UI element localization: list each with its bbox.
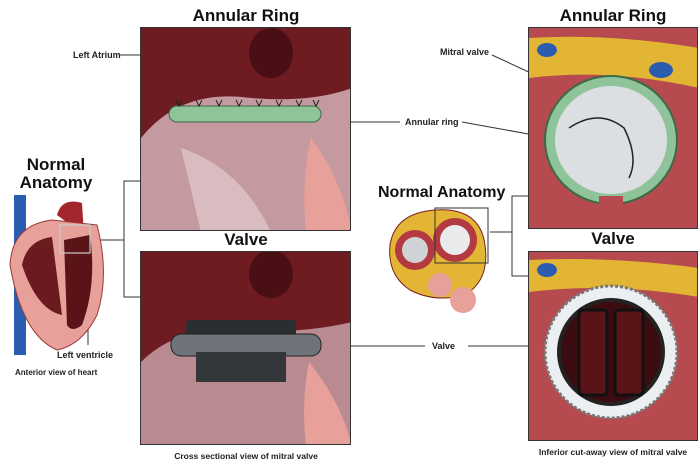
cross-valve-panel (140, 251, 351, 445)
middle-title: Normal Anatomy (378, 184, 506, 201)
inferior-caption: Inferior cut-away view of mitral valve (538, 447, 688, 457)
label-left-atrium: Left Atrium (73, 50, 121, 60)
label-valve: Valve (432, 341, 456, 351)
left-title: Normal Anatomy (19, 155, 93, 192)
inferior-valve-panel (528, 251, 698, 441)
annular-ring-inferior-view (529, 28, 697, 228)
anterior-heart-illustration (9, 195, 104, 355)
label-mitral-valve: Mitral valve (440, 47, 490, 57)
inferior-valve-title: Valve (591, 229, 635, 248)
cross-ring-panel (140, 27, 351, 231)
label-left-ventricle: Left ventricle (57, 350, 114, 360)
left-caption: Anterior view of heart (15, 368, 98, 377)
valve-inferior-view (529, 252, 697, 440)
inferior-ring-panel (528, 27, 698, 229)
cross-ring-title: Annular Ring (192, 6, 300, 25)
valve-cross-section (141, 252, 350, 444)
label-annular-ring: Annular ring (405, 117, 459, 127)
heart-base-illustration (389, 207, 489, 313)
inferior-ring-title: Annular Ring (559, 6, 667, 25)
annular-ring-cross-section (141, 28, 350, 230)
cross-valve-title: Valve (224, 230, 268, 249)
cross-caption: Cross sectional view of mitral valve (174, 451, 318, 461)
